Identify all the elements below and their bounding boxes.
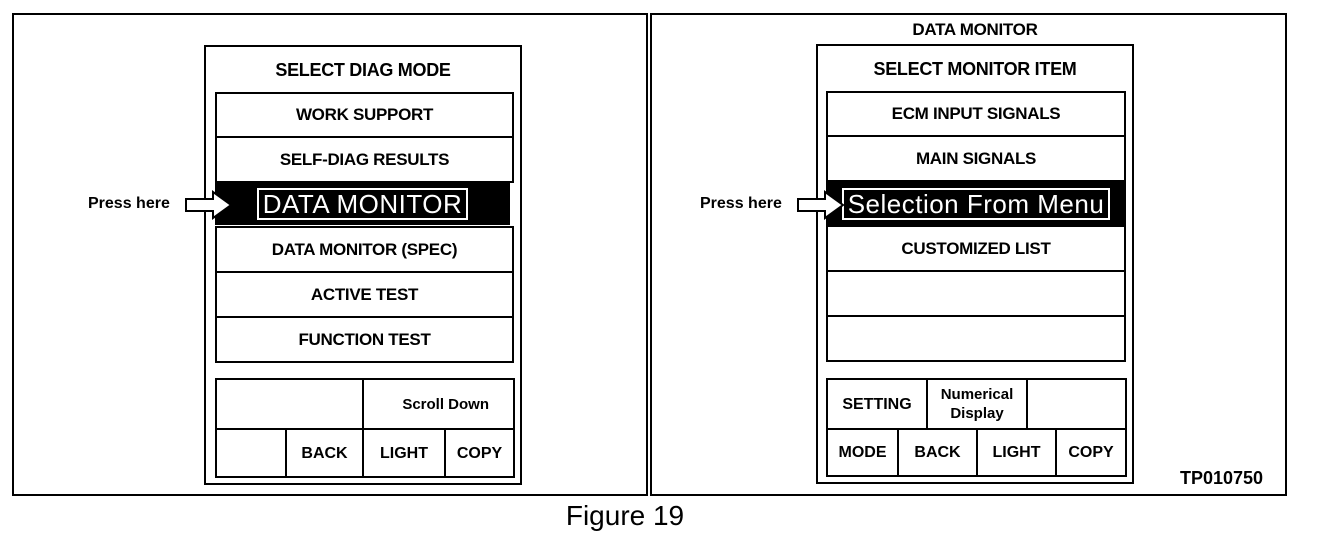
menu-data-monitor-label: DATA MONITOR [256,188,469,220]
right-figure-panel [650,13,1287,496]
right-footer: SETTING Numerical Display MODE BACK LIGH… [826,378,1127,477]
menu-self-diag-results[interactable]: SELF-DIAG RESULTS [215,136,514,183]
left-footer: Scroll Down BACK LIGHT COPY [215,378,515,478]
menu-customized-list[interactable]: CUSTOMIZED LIST [826,225,1126,272]
right-press-here-label: Press here [700,195,782,212]
right-back-button[interactable]: BACK [897,428,978,477]
right-copy-button[interactable]: COPY [1055,428,1127,477]
menu-data-monitor-spec[interactable]: DATA MONITOR (SPEC) [215,226,514,273]
right-light-button[interactable]: LIGHT [976,428,1057,477]
menu-main-signals[interactable]: MAIN SIGNALS [826,135,1126,182]
right-screen-title: DATA MONITOR [912,20,1038,39]
left-figure-panel [12,13,648,496]
figure-caption: Figure 19 [565,500,685,531]
left-footer-empty-top [215,378,364,430]
menu-function-test[interactable]: FUNCTION TEST [215,316,514,363]
right-pointer-arrow-icon [797,190,845,220]
menu-selection-from-menu-label: Selection From Menu [841,187,1111,220]
left-footer-empty-bottom [215,428,287,478]
mode-button[interactable]: MODE [826,428,899,477]
menu-ecm-input-signals[interactable]: ECM INPUT SIGNALS [826,91,1126,137]
menu-data-monitor[interactable]: DATA MONITOR [215,183,510,225]
menu-empty-slot-2[interactable] [826,315,1126,362]
left-press-here-label: Press here [88,195,170,212]
scroll-down-button[interactable]: Scroll Down [362,378,515,430]
menu-selection-from-menu[interactable]: Selection From Menu [826,182,1126,225]
figure-code: TP010750 [1180,468,1264,488]
menu-active-test[interactable]: ACTIVE TEST [215,271,514,318]
light-button[interactable]: LIGHT [362,428,446,478]
menu-work-support[interactable]: WORK SUPPORT [215,92,514,138]
setting-button[interactable]: SETTING [826,378,928,430]
left-screen-header: SELECT DIAG MODE [275,59,451,80]
numerical-display-button[interactable]: Numerical Display [926,378,1028,430]
menu-empty-slot-1[interactable] [826,270,1126,317]
copy-button[interactable]: COPY [444,428,515,478]
back-button[interactable]: BACK [285,428,364,478]
right-screen-header: SELECT MONITOR ITEM [873,58,1077,79]
left-pointer-arrow-icon [185,190,233,220]
right-footer-empty-top [1026,378,1127,430]
